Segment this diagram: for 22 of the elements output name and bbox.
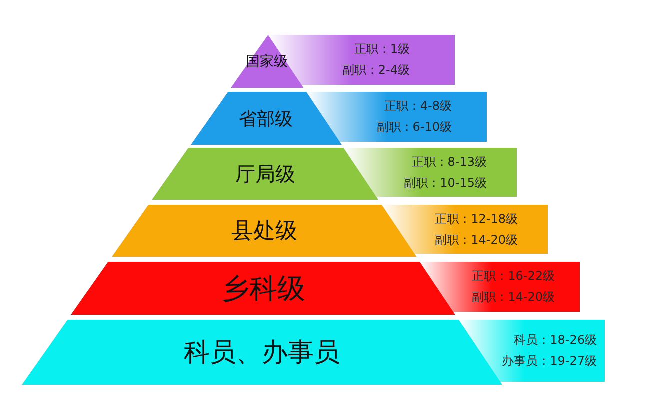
rank-range-text: 办事员：19-27级: [502, 353, 597, 370]
rank-range-text: 科员：18-26级: [514, 332, 597, 349]
rank-range-text: 副职：2-4级: [342, 62, 410, 79]
tier-label: 省部级: [239, 108, 294, 130]
tier-label: 厅局级: [235, 160, 296, 188]
tier-label: 乡科级: [221, 270, 306, 306]
rank-range-text: 正职：12-18级: [435, 210, 518, 228]
rank-range-text: 正职：16-22级: [472, 268, 555, 285]
rank-band: [306, 92, 487, 142]
rank-band: [420, 262, 580, 312]
rank-range-text: 正职：1级: [354, 41, 410, 58]
rank-band: [344, 148, 517, 197]
rank-range-text: 正职：4-8级: [384, 98, 452, 115]
rank-range-text: 正职：8-13级: [412, 154, 487, 170]
tier-label: 科员、办事员: [184, 337, 340, 370]
tier-label: 国家级: [246, 52, 288, 70]
tier-label: 县处级: [231, 218, 298, 246]
rank-range-text: 副职：6-10级: [376, 119, 452, 136]
rank-band: [382, 205, 548, 254]
rank-range-text: 副职：14-20级: [472, 289, 555, 306]
rank-range-text: 副职：14-20级: [435, 232, 518, 248]
rank-range-text: 副职：10-15级: [404, 174, 487, 192]
